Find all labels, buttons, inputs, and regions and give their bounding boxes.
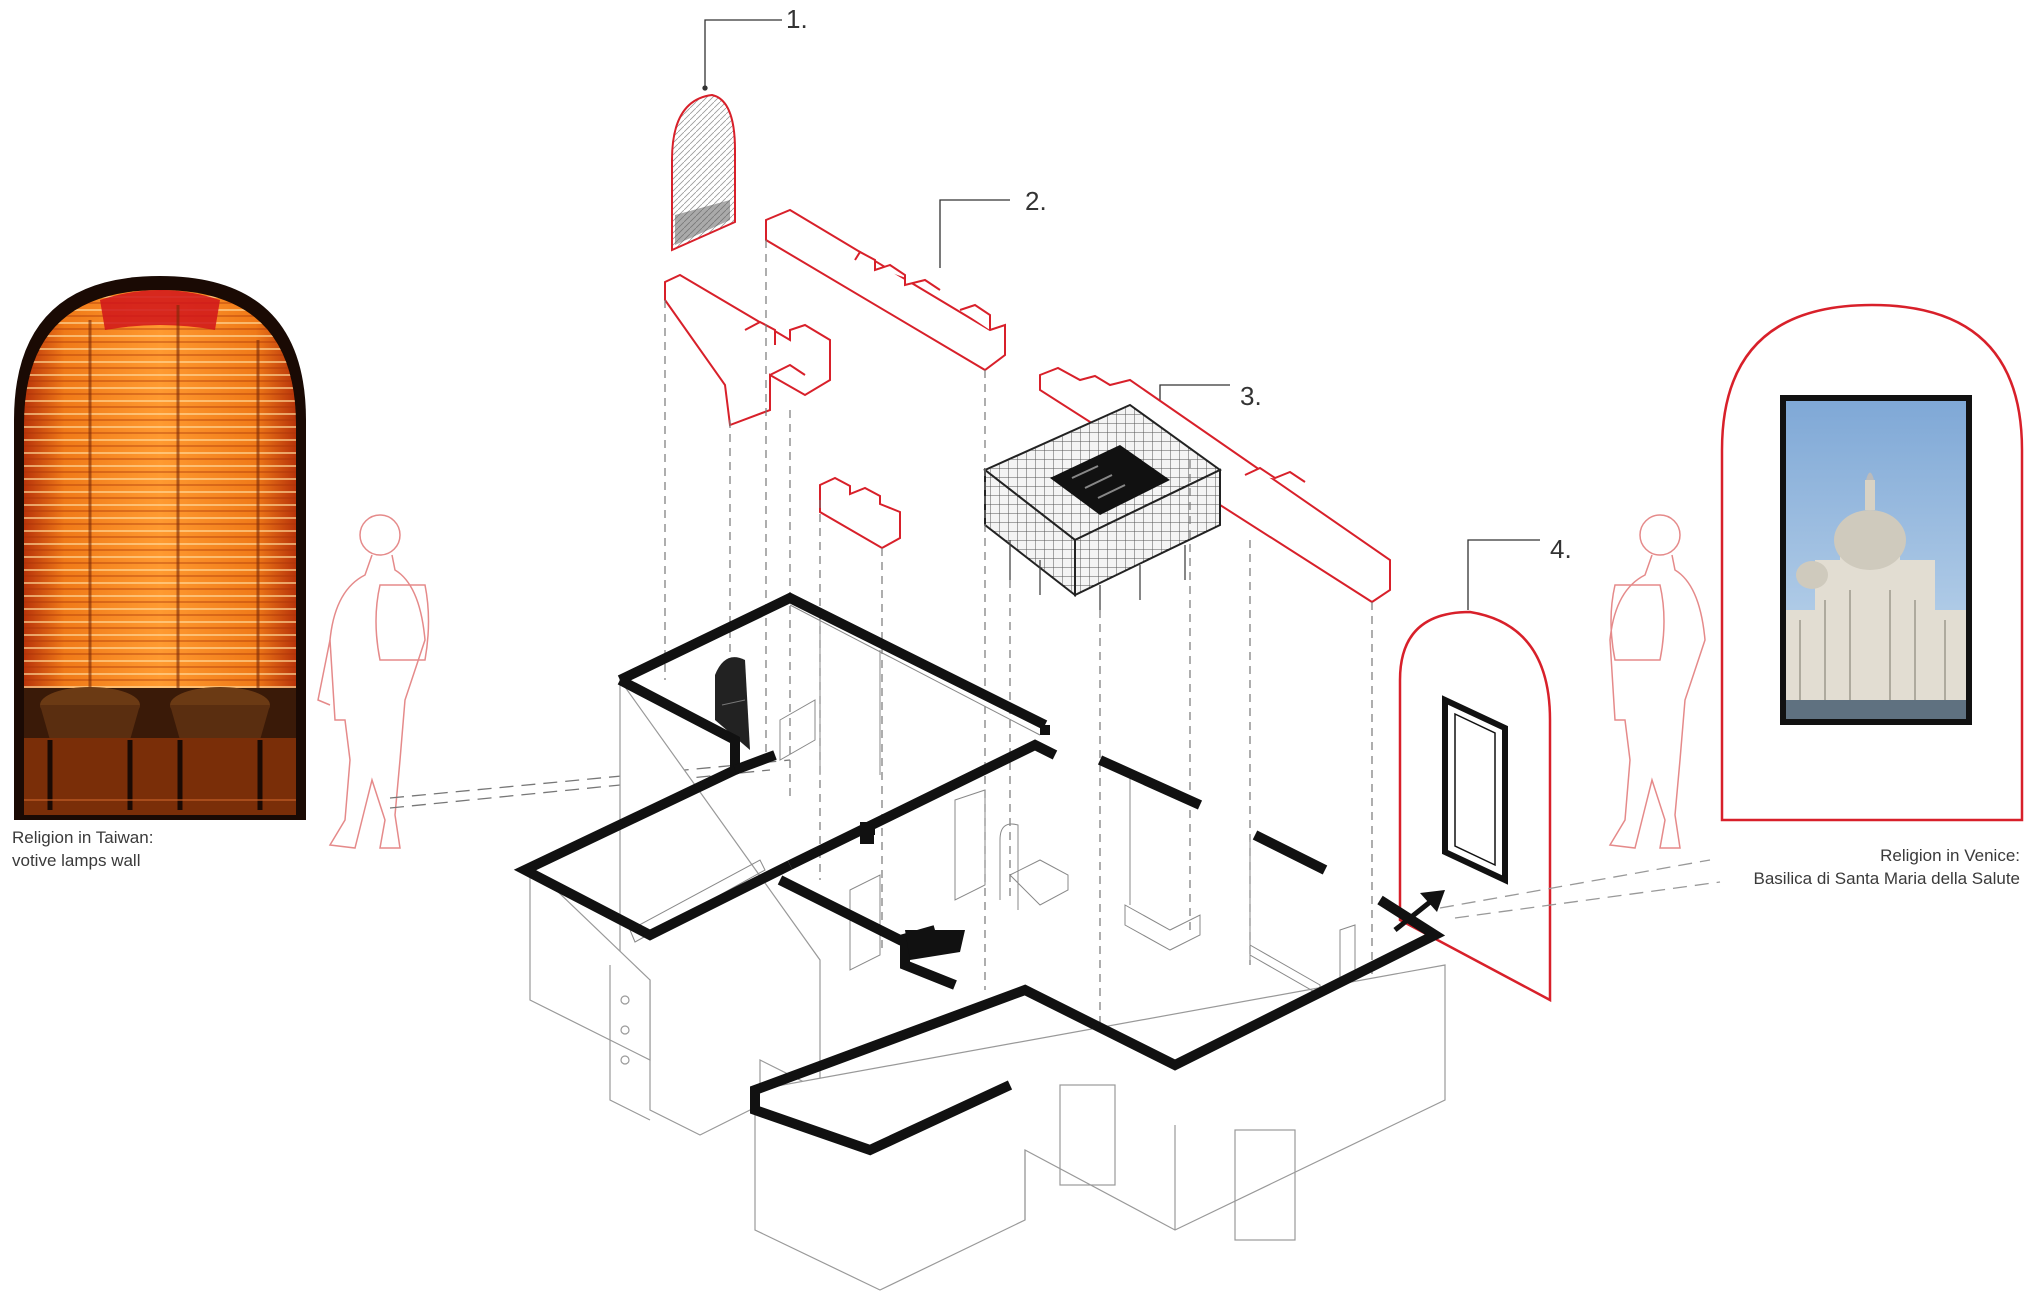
person-with-backpack-icon [1608,514,1706,849]
caption-venice-line1: Religion in Venice: [1880,846,2020,865]
callout-label-1: 1. [786,4,808,34]
bench-block-long [765,208,1006,372]
caption-taiwan-line2: votive lamps wall [12,851,141,870]
bench-block-l-shape [664,273,831,427]
bench-block-small [819,476,901,550]
taiwan-votive-lamps-photo [14,276,306,820]
callout-leader-1 [702,19,782,91]
caption-taiwan: Religion in Taiwan: votive lamps wall [12,826,153,872]
callout-leader-2 [939,199,1010,268]
arch-mesh-element [671,93,736,252]
arrow-up-right-icon [1393,890,1445,932]
sight-lines-right [1439,859,1721,919]
grid-frame-structure [983,403,1222,610]
caption-venice-line2: Basilica di Santa Maria della Salute [1753,869,2020,888]
caption-venice: Religion in Venice: Basilica di Santa Ma… [1754,844,2020,890]
sight-lines-left [389,759,791,809]
callout-label-2: 2. [1025,186,1047,216]
venice-basilica-photo [1780,395,1972,725]
building-axonometric [513,592,1446,1291]
caption-taiwan-line1: Religion in Taiwan: [12,828,154,847]
callout-label-4: 4. [1550,534,1572,564]
callout-leader-4 [1467,539,1540,610]
projection-lines [664,240,1373,1045]
person-with-backpack-icon [317,514,430,849]
callout-label-3: 3. [1240,381,1262,411]
